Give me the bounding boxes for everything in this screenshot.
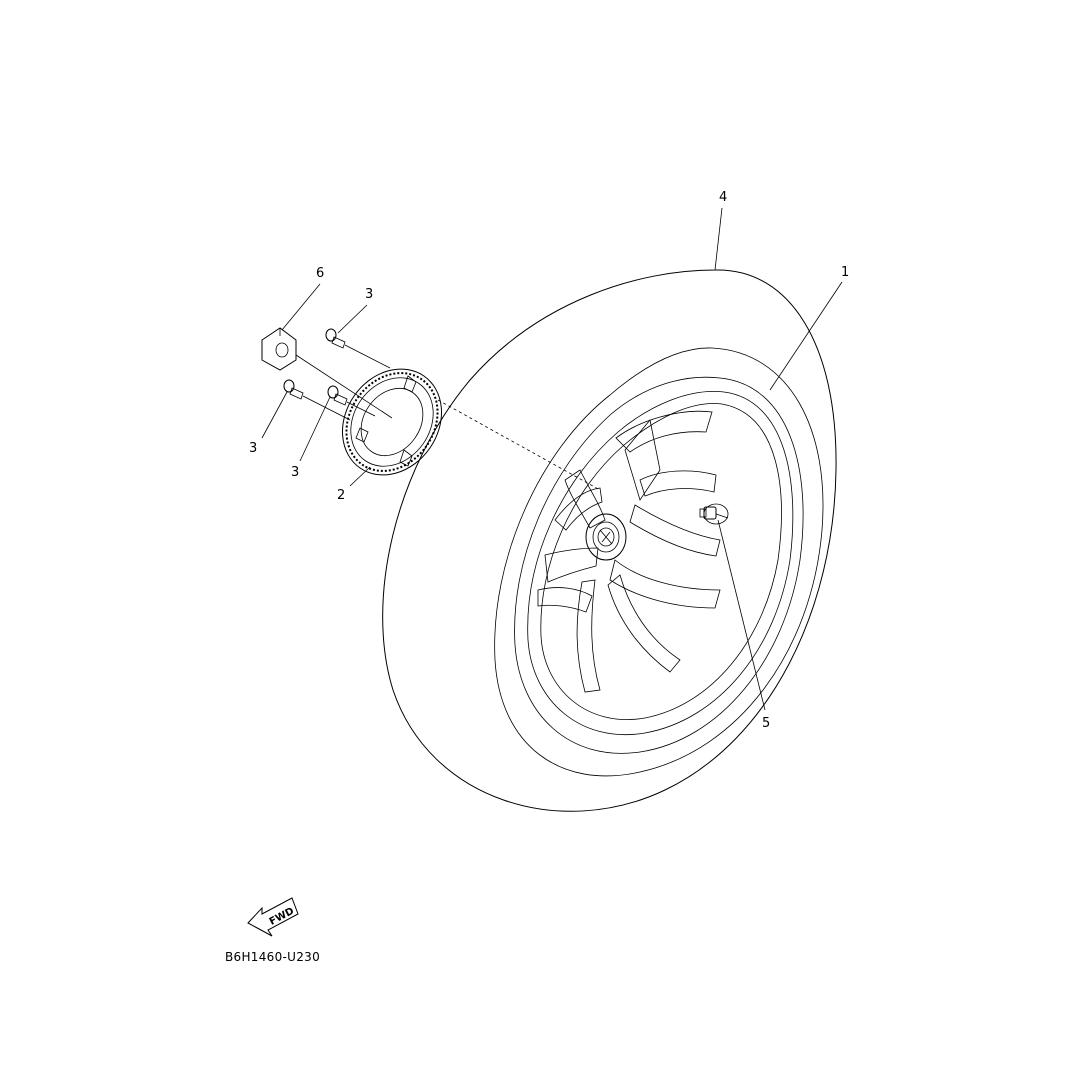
bolt-middle bbox=[327, 385, 348, 406]
bolt-left bbox=[283, 379, 304, 400]
bolt-upper bbox=[325, 328, 346, 349]
forward-arrow-icon: FWD bbox=[247, 897, 299, 937]
wheel-hub bbox=[585, 513, 627, 561]
abs-sensor-rotor bbox=[341, 368, 443, 476]
callout-5: 5 bbox=[762, 716, 771, 731]
callout-1: 1 bbox=[841, 265, 850, 280]
callout-4: 4 bbox=[719, 190, 728, 205]
callout-3-middle: 3 bbox=[291, 465, 300, 480]
tire bbox=[382, 269, 837, 812]
callout-3-upper: 3 bbox=[365, 287, 374, 302]
callout-3-left: 3 bbox=[249, 441, 258, 456]
assembly-lines bbox=[295, 344, 601, 491]
diagram-code: B6H1460-U230 bbox=[225, 950, 321, 964]
callout-2: 2 bbox=[337, 488, 346, 503]
callout-6: 6 bbox=[316, 266, 325, 281]
leader-lines bbox=[261, 207, 843, 711]
wheel-rim bbox=[527, 391, 794, 735]
axle-nut bbox=[261, 327, 297, 371]
tire-valve bbox=[699, 503, 729, 525]
